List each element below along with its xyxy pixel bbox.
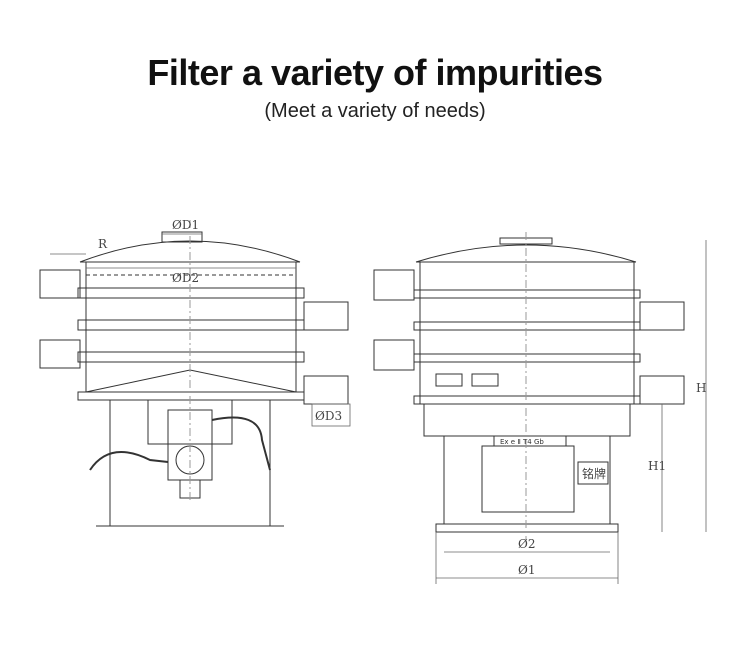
- right-frame-4: [413, 395, 641, 405]
- right-frame-2: [413, 321, 641, 331]
- right-lower-band: [423, 403, 631, 437]
- right-dim-h: H: [696, 381, 706, 395]
- right-outlet-4: [639, 375, 685, 405]
- right-view: [373, 232, 685, 540]
- right-label-plate-2: [471, 373, 499, 387]
- right-outlet-2: [373, 339, 415, 371]
- right-outlet-3: [639, 301, 685, 331]
- right-dim-h1: H1: [648, 459, 666, 473]
- right-label-plate-1: [435, 373, 463, 387]
- left-outlet-2: [39, 339, 81, 369]
- left-dimensions: [50, 233, 351, 427]
- left-outlet-4: [303, 375, 349, 405]
- left-frame-2: [77, 319, 305, 331]
- right-nameplate: [493, 435, 567, 447]
- left-d3-box: [311, 403, 351, 427]
- left-dim-r: R: [98, 237, 108, 251]
- left-view: [39, 220, 349, 527]
- right-badge: [577, 461, 609, 485]
- left-inlet: [161, 231, 203, 243]
- left-outlet-3: [303, 301, 349, 331]
- right-frame-3: [413, 353, 641, 363]
- left-frame-3: [77, 351, 305, 363]
- left-dim-d3: ØD3: [315, 409, 342, 423]
- left-motor-housing: [147, 399, 233, 445]
- right-outlet-1: [373, 269, 415, 301]
- page-subtitle: (Meet a variety of needs): [264, 100, 486, 122]
- left-outlet-1: [39, 269, 81, 299]
- left-cable-1: [89, 451, 169, 471]
- right-dim-d2: Ø2: [518, 537, 535, 551]
- right-motor-box: [481, 445, 575, 513]
- right-frame-1: [413, 289, 641, 299]
- right-base-plate: [435, 523, 619, 533]
- right-badge-text: 铭牌: [582, 466, 606, 481]
- left-dim-d1: ØD1: [172, 218, 199, 232]
- right-nameplate-text: Ex e Ⅱ T4 Gb: [500, 438, 544, 446]
- left-cable-2: [211, 416, 271, 471]
- left-base-ring: [77, 391, 305, 401]
- right-dim-d1: Ø1: [518, 563, 535, 577]
- page-title: Filter a variety of impurities: [147, 52, 603, 93]
- left-dim-d2: ØD2: [172, 271, 199, 285]
- right-dimensions: [435, 240, 707, 584]
- left-frame-1: [77, 287, 305, 299]
